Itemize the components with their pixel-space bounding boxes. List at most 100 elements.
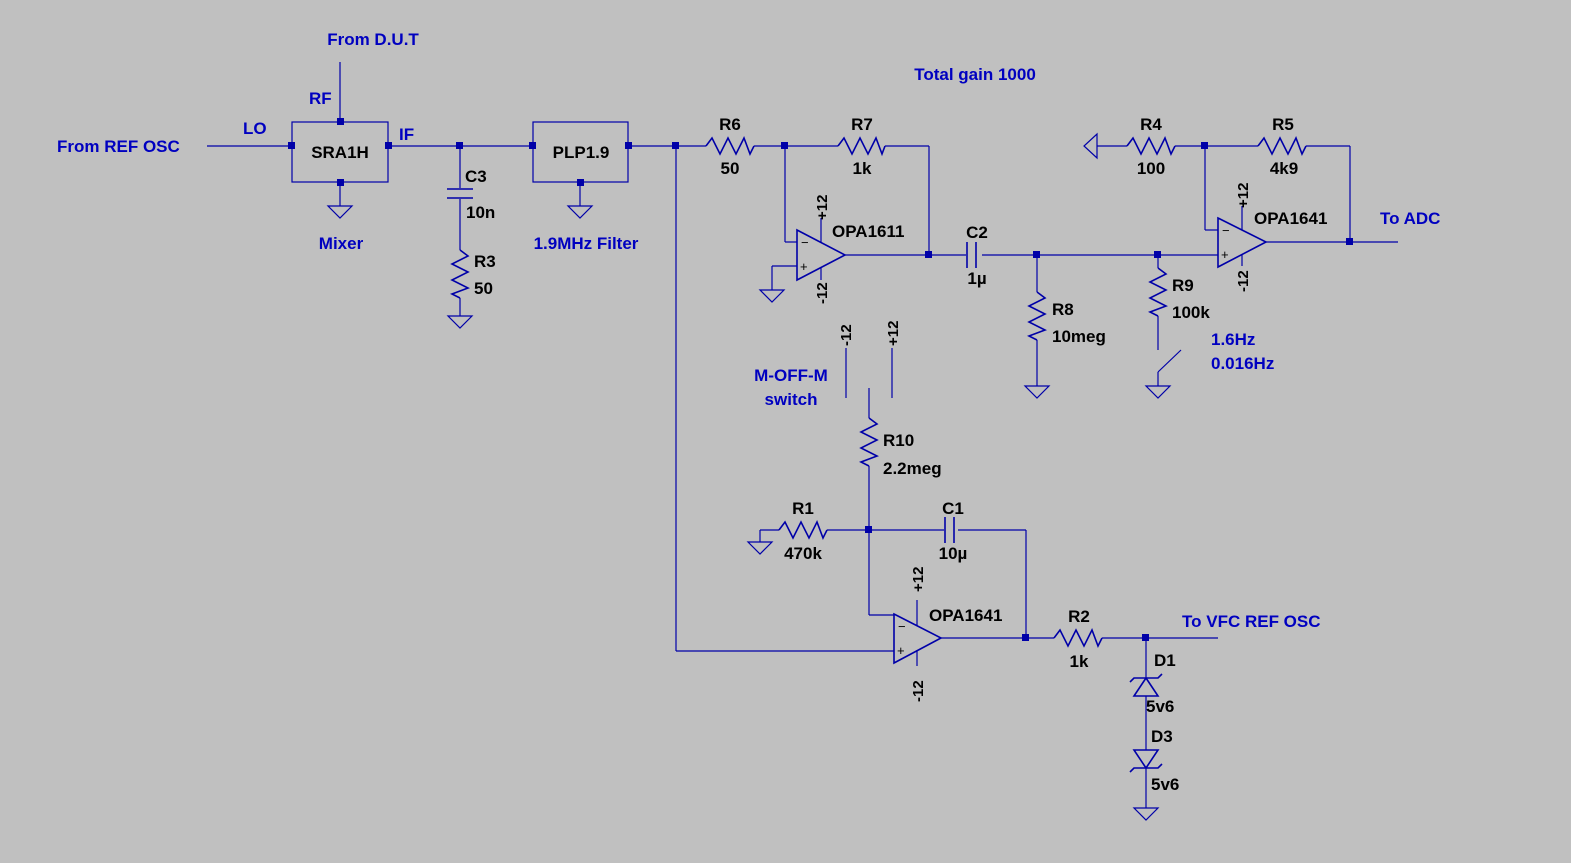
junction-dots xyxy=(288,118,1353,641)
resistor-r7 xyxy=(837,136,886,157)
label-d3-ref: D3 xyxy=(1151,727,1173,746)
label-c1-ref: C1 xyxy=(942,499,964,518)
opamp-u1: − + xyxy=(796,218,847,282)
note-total-gain: Total gain 1000 xyxy=(914,65,1036,84)
note-if: IF xyxy=(399,125,414,144)
opamp-u1-minus-pin: − xyxy=(801,235,809,250)
note-freq2: 0.016Hz xyxy=(1211,354,1274,373)
zener-d1 xyxy=(1129,673,1163,697)
label-c2-ref: C2 xyxy=(966,223,988,242)
label-r10-value: 2.2meg xyxy=(883,459,942,478)
rail-u3-pos: +12 xyxy=(1235,183,1252,208)
note-rf: RF xyxy=(309,89,332,108)
rail-switch-neg: -12 xyxy=(838,324,855,346)
mixer-block-label: SRA1H xyxy=(311,143,369,162)
label-c1-value: 10µ xyxy=(939,544,968,563)
ground-r8 xyxy=(1023,385,1051,399)
rail-u3-neg: -12 xyxy=(1235,270,1252,292)
note-freq1: 1.6Hz xyxy=(1211,330,1255,349)
capacitor-c1 xyxy=(944,517,955,543)
label-d1-ref: D1 xyxy=(1154,651,1176,670)
annotations: From D.U.T From REF OSC LO RF IF Mixer 1… xyxy=(57,30,1440,631)
label-r8-value: 10meg xyxy=(1052,327,1106,346)
ground-r4 xyxy=(1083,132,1098,160)
resistor-r3 xyxy=(450,249,470,299)
resistor-r6 xyxy=(705,136,755,156)
label-r7-ref: R7 xyxy=(851,115,873,134)
ground-filter xyxy=(566,205,594,219)
ground-r3 xyxy=(446,315,474,329)
label-r5-value: 4k9 xyxy=(1270,159,1298,178)
resistor-r5 xyxy=(1257,136,1307,156)
label-opamp-u2: OPA1641 xyxy=(929,606,1002,625)
note-mixer: Mixer xyxy=(319,234,364,253)
resistor-r10 xyxy=(859,417,879,467)
ground-mixer xyxy=(326,205,354,219)
filter-block-label: PLP1.9 xyxy=(553,143,610,162)
opamp-u3-minus-pin: − xyxy=(1222,223,1230,238)
label-r2-ref: R2 xyxy=(1068,607,1090,626)
ground-switch xyxy=(1144,385,1172,399)
component-labels: C3 10n R3 50 R6 50 R7 1k C2 1µ R8 10meg … xyxy=(465,115,1327,794)
resistor-r8 xyxy=(1027,291,1047,341)
label-r3-ref: R3 xyxy=(474,252,496,271)
label-r6-value: 50 xyxy=(721,159,740,178)
label-r5-ref: R5 xyxy=(1272,115,1294,134)
label-r10-ref: R10 xyxy=(883,431,914,450)
rail-labels: +12 -12 +12 -12 +12 -12 -12 +12 xyxy=(814,183,1252,702)
rail-u2-neg: -12 xyxy=(910,680,927,702)
label-r6-ref: R6 xyxy=(719,115,741,134)
zener-d3 xyxy=(1129,749,1163,773)
wires xyxy=(207,62,1398,808)
label-r9-value: 100k xyxy=(1172,303,1210,322)
ground-diodes xyxy=(1132,807,1160,821)
ground-opamp1 xyxy=(758,289,786,303)
label-r7-value: 1k xyxy=(853,159,872,178)
resistor-r9 xyxy=(1148,267,1168,317)
opamp-u3-plus-pin: + xyxy=(1221,247,1229,262)
rail-u1-neg: -12 xyxy=(814,282,831,304)
ground-symbols xyxy=(326,132,1172,821)
note-filter: 1.9MHz Filter xyxy=(534,234,639,253)
note-switch-line1: M-OFF-M xyxy=(754,366,828,385)
note-lo: LO xyxy=(243,119,267,138)
note-from-ref-osc: From REF OSC xyxy=(57,137,180,156)
note-to-vfc: To VFC REF OSC xyxy=(1182,612,1321,631)
filter-block: PLP1.9 xyxy=(532,121,629,183)
label-opamp-u3: OPA1641 xyxy=(1254,209,1327,228)
resistor-r2 xyxy=(1053,628,1103,648)
label-r4-ref: R4 xyxy=(1140,115,1162,134)
capacitor-c2 xyxy=(966,242,977,268)
opamp-u2: − + xyxy=(893,600,943,666)
label-r1-ref: R1 xyxy=(792,499,814,518)
label-r3-value: 50 xyxy=(474,279,493,298)
label-opamp-u1: OPA1611 xyxy=(832,222,904,241)
label-c3-ref: C3 xyxy=(465,167,487,186)
note-to-adc: To ADC xyxy=(1380,209,1440,228)
resistor-r1 xyxy=(778,520,828,540)
rail-switch-pos: +12 xyxy=(885,321,902,346)
opamp-u3: − + xyxy=(1217,206,1268,269)
label-r8-ref: R8 xyxy=(1052,300,1074,319)
opamp-u2-minus-pin: − xyxy=(898,619,906,634)
mixer-block: SRA1H xyxy=(291,121,389,183)
capacitor-c3 xyxy=(447,188,473,199)
label-r9-ref: R9 xyxy=(1172,276,1194,295)
rail-u1-pos: +12 xyxy=(814,195,831,220)
ground-r1 xyxy=(746,541,774,555)
note-switch-line2: switch xyxy=(765,390,818,409)
note-from-dut: From D.U.T xyxy=(327,30,419,49)
rail-u2-pos: +12 xyxy=(910,567,927,592)
label-d3-value: 5v6 xyxy=(1151,775,1179,794)
label-c3-value: 10n xyxy=(466,203,495,222)
resistor-r4 xyxy=(1126,136,1176,156)
label-d1-value: 5v6 xyxy=(1146,697,1174,716)
label-c2-value: 1µ xyxy=(967,269,986,288)
label-r1-value: 470k xyxy=(784,544,822,563)
opamp-u1-plus-pin: + xyxy=(800,259,808,274)
opamp-u2-plus-pin: + xyxy=(897,643,905,658)
label-r4-value: 100 xyxy=(1137,159,1165,178)
label-r2-value: 1k xyxy=(1070,652,1089,671)
